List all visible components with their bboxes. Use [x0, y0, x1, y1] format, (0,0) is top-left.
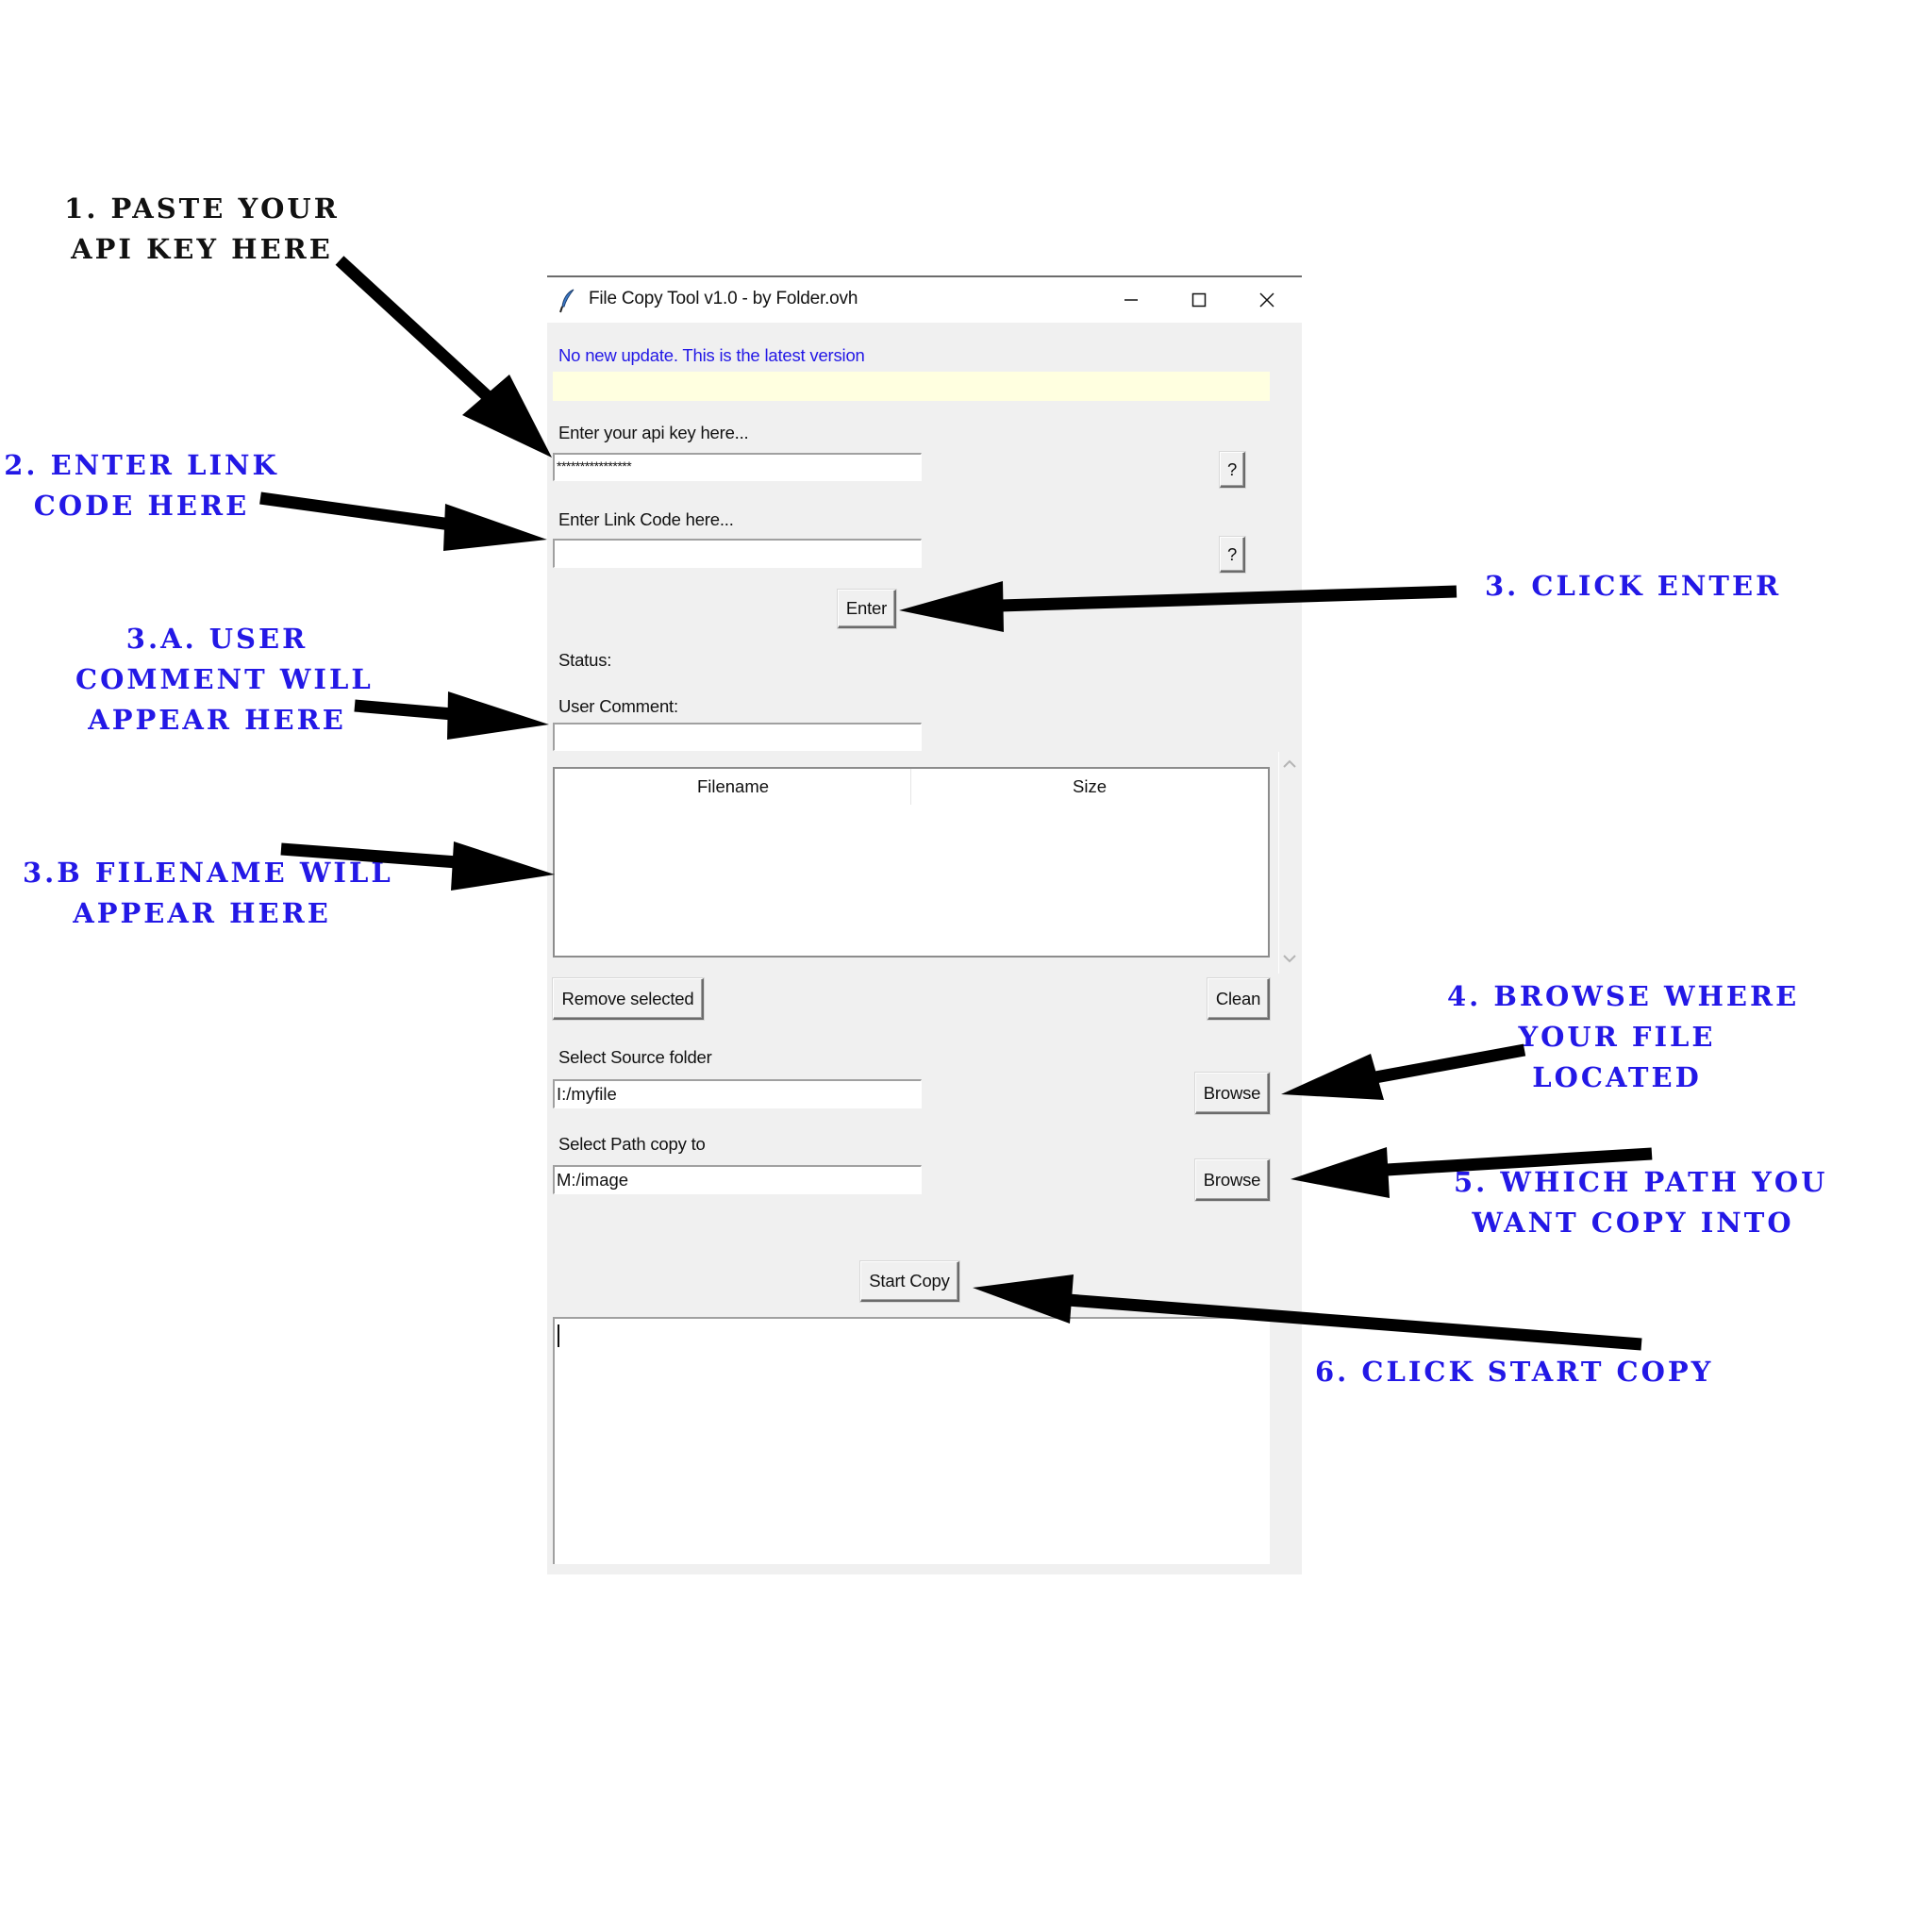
link-code-help-button[interactable]: ?	[1220, 537, 1245, 573]
annotation-line: 3.B FILENAME WILL	[23, 857, 393, 889]
annotation-line: 5. WHICH PATH YOU	[1454, 1166, 1828, 1198]
maximize-icon	[1191, 292, 1207, 308]
annotation-step3b: 3.B FILENAME WILL APPEAR HERE	[23, 853, 393, 934]
title-bar[interactable]: File Copy Tool v1.0 - by Folder.ovh	[547, 277, 1302, 323]
close-button[interactable]	[1234, 277, 1300, 323]
annotation-step4: 4. BROWSE WHERE YOUR FILE LOCATED	[1447, 976, 1800, 1098]
arrow-icon-step1	[335, 256, 552, 458]
source-folder-label: Select Source folder	[558, 1047, 712, 1067]
file-table-header: Filename Size	[555, 769, 1268, 805]
text-caret	[558, 1324, 559, 1347]
scroll-up-icon[interactable]	[1283, 759, 1296, 769]
annotation-line: 3.A. USER	[125, 623, 308, 655]
annotation-step6: 6. CLICK START COPY	[1315, 1352, 1713, 1392]
maximize-button[interactable]	[1166, 277, 1232, 323]
file-table-scrollbar[interactable]	[1275, 752, 1302, 974]
api-key-help-button[interactable]: ?	[1220, 452, 1245, 488]
annotation-line: LOCATED	[1532, 1061, 1702, 1093]
minimize-button[interactable]	[1098, 277, 1164, 323]
close-icon	[1259, 292, 1274, 308]
source-browse-button[interactable]: Browse	[1195, 1073, 1270, 1114]
annotation-line: COMMENT WILL	[75, 663, 374, 695]
remove-selected-button[interactable]: Remove selected	[553, 978, 704, 1020]
app-window: File Copy Tool v1.0 - by Folder.ovh No n…	[547, 275, 1302, 1574]
column-header-filename[interactable]: Filename	[555, 769, 911, 805]
update-banner	[553, 372, 1270, 401]
link-code-input[interactable]	[553, 539, 922, 568]
annotation-line: APPEAR HERE	[88, 704, 346, 736]
window-title: File Copy Tool v1.0 - by Folder.ovh	[589, 289, 858, 308]
annotation-line: YOUR FILE	[1518, 1021, 1716, 1053]
annotation-line: API KEY HERE	[71, 233, 333, 265]
destination-path-label: Select Path copy to	[558, 1134, 706, 1154]
annotation-line: 2. ENTER LINK	[4, 449, 279, 481]
annotation-line: 1. PASTE YOUR	[64, 192, 340, 225]
api-key-input[interactable]: ****************	[553, 453, 922, 481]
annotation-line: CODE HERE	[33, 490, 250, 522]
annotation-step3: 3. CLICK ENTER	[1485, 566, 1781, 607]
column-header-size[interactable]: Size	[1073, 776, 1107, 796]
annotation-line: WANT COPY INTO	[1472, 1207, 1794, 1239]
clean-button[interactable]: Clean	[1208, 978, 1270, 1020]
log-output-textarea[interactable]	[553, 1317, 1270, 1564]
api-key-label: Enter your api key here...	[558, 423, 749, 442]
user-comment-field	[553, 723, 922, 751]
annotation-step1: 1. PASTE YOUR API KEY HERE	[60, 189, 343, 270]
annotation-step3a: 3.A. USER COMMENT WILL APPEAR HERE	[75, 619, 374, 741]
destination-path-input[interactable]: M:/image	[553, 1165, 922, 1194]
annotation-line: 6. CLICK START COPY	[1315, 1356, 1714, 1388]
destination-browse-button[interactable]: Browse	[1195, 1159, 1270, 1201]
link-code-label: Enter Link Code here...	[558, 509, 734, 529]
user-comment-label: User Comment:	[558, 696, 678, 716]
annotation-line: 4. BROWSE WHERE	[1447, 980, 1800, 1012]
file-table[interactable]: Filename Size	[553, 767, 1270, 958]
annotation-line: 3. CLICK ENTER	[1485, 570, 1782, 602]
arrow-icon-step2	[259, 491, 547, 551]
enter-button[interactable]: Enter	[838, 590, 896, 628]
source-folder-input[interactable]: I:/myfile	[553, 1079, 922, 1108]
scrollbar-separator	[1278, 752, 1279, 974]
annotation-line: APPEAR HERE	[73, 897, 331, 929]
start-copy-button[interactable]: Start Copy	[860, 1261, 959, 1302]
scroll-down-icon[interactable]	[1283, 954, 1296, 963]
arrow-icon-step3a	[354, 691, 549, 740]
feather-icon	[559, 289, 575, 313]
annotation-step2: 2. ENTER LINK CODE HERE	[0, 445, 283, 526]
annotation-step5: 5. WHICH PATH YOU WANT COPY INTO	[1454, 1162, 1828, 1243]
update-message: No new update. This is the latest versio…	[558, 345, 865, 365]
minimize-icon	[1124, 299, 1138, 301]
status-label: Status:	[558, 650, 612, 670]
